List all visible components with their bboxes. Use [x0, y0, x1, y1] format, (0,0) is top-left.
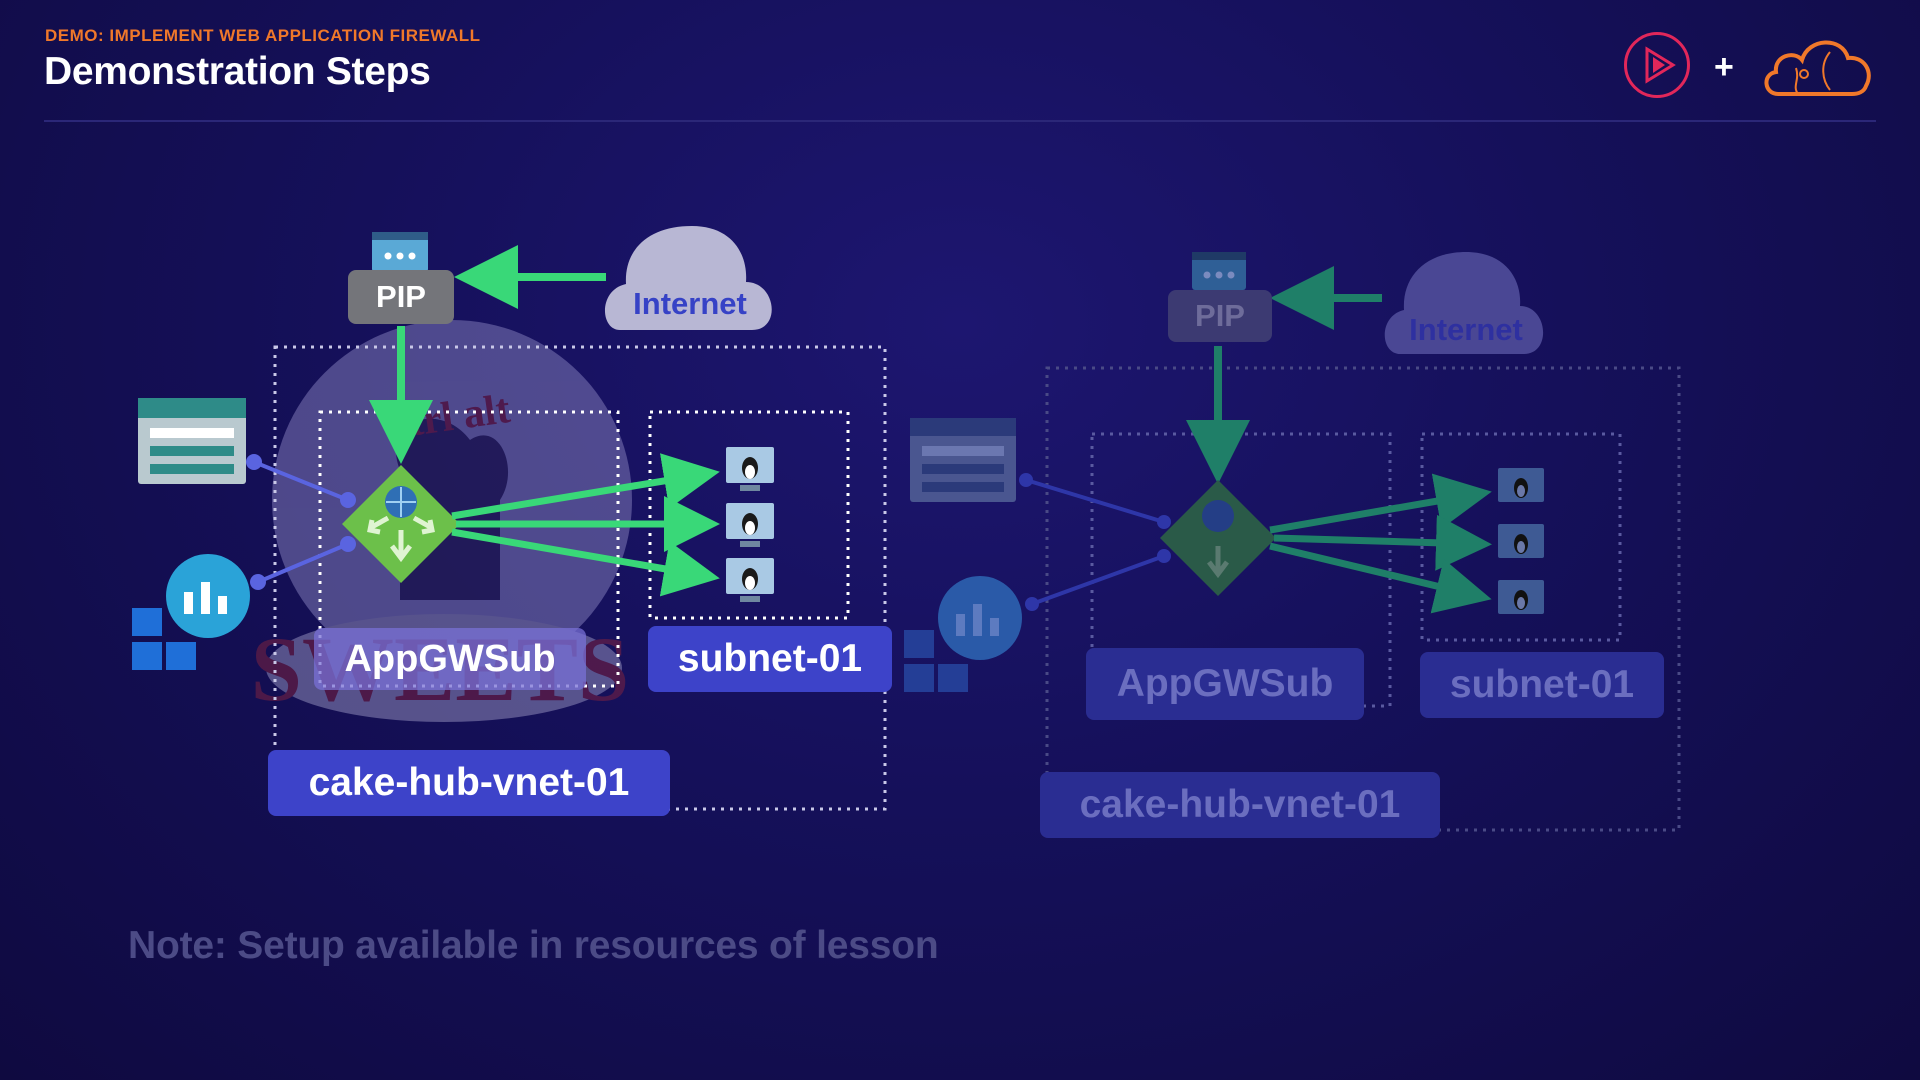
linux-vm-icon-right-2 [1498, 524, 1544, 558]
public-ip-icon [372, 232, 428, 272]
vnet-label: cake-hub-vnet-01 [268, 750, 670, 816]
brand-plus: + [1714, 48, 1734, 86]
internet-label-right: Internet [1409, 312, 1523, 347]
arrow-appgw-to-vm3-right [1269, 542, 1492, 614]
arrow-appgw-to-vm1 [451, 453, 720, 520]
pluralsight-play-icon [1624, 32, 1690, 98]
application-gateway-icon-right [1160, 480, 1276, 596]
appgw-subnet-label: AppGWSub [314, 628, 586, 690]
appgw-subnet-label-right: AppGWSub [1086, 648, 1364, 720]
monitor-insights-icon [132, 554, 250, 670]
public-ip-icon-right [1192, 252, 1246, 290]
appgw-subnet-boundary-right [1090, 432, 1392, 708]
cloud-logo-icon [1760, 28, 1876, 104]
linux-vm-icon-3 [726, 558, 774, 602]
internet-label: Internet [633, 286, 747, 321]
vnet-boundary-right [1045, 366, 1681, 832]
pip-label-right: PIP [1168, 290, 1272, 342]
application-gateway-icon [342, 465, 460, 583]
internet-cloud-icon [604, 226, 772, 330]
subnet-boundary-right [1420, 432, 1622, 642]
monitor-insights-icon-right [904, 576, 1022, 692]
lesson-note: Note: Setup available in resources of le… [128, 924, 939, 967]
arrow-appgw-to-vm3 [451, 528, 720, 597]
diagnostic-connectors-right [1019, 473, 1171, 611]
subnet-boundary-left [648, 410, 850, 620]
storage-table-icon [138, 398, 246, 484]
linux-vm-icon-right-1 [1498, 468, 1544, 502]
storage-table-icon-right [910, 418, 1016, 502]
linux-vm-icon-1 [726, 447, 774, 491]
pip-label: PIP [348, 270, 454, 324]
arrow-appgw-to-vm1-right [1269, 473, 1492, 534]
header-divider [44, 120, 1876, 122]
arrow-appgw-to-vm2-right [1273, 514, 1492, 571]
page-title: Demonstration Steps [44, 50, 431, 93]
vnet-label-right: cake-hub-vnet-01 [1040, 772, 1440, 838]
diagnostic-connectors-left [246, 454, 356, 590]
linux-vm-icon-right-3 [1498, 580, 1544, 614]
linux-vm-icon-2 [726, 503, 774, 547]
subnet-label-right: subnet-01 [1420, 652, 1664, 718]
internet-cloud-icon-right [1384, 252, 1544, 354]
header-kicker: DEMO: IMPLEMENT WEB APPLICATION FIREWALL [45, 26, 481, 45]
subnet-label: subnet-01 [648, 626, 892, 692]
